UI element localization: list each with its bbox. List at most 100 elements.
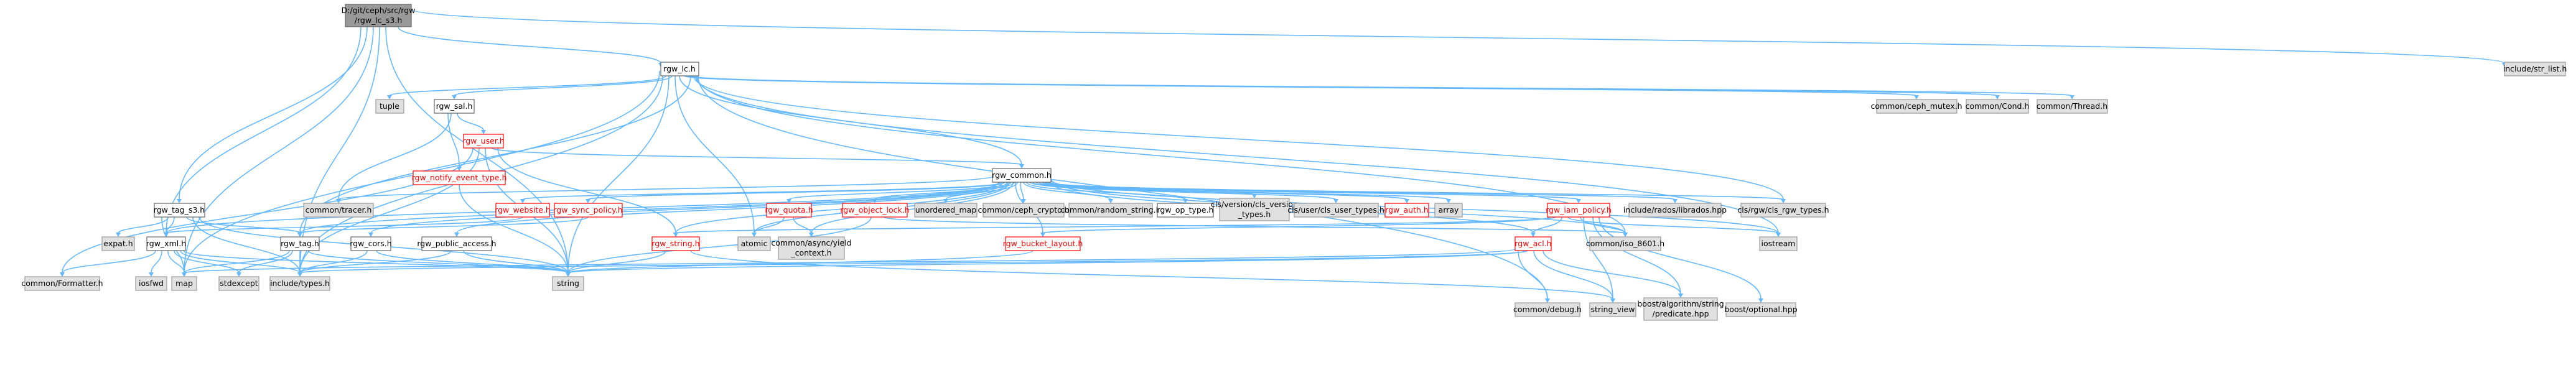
node-common-iso-8601-h[interactable]: common/iso_8601.h xyxy=(1586,236,1664,251)
edge-arrowhead xyxy=(336,199,341,203)
dependency-edge xyxy=(1598,216,1762,300)
node-iosfwd[interactable]: iosfwd xyxy=(135,276,167,291)
node-root-label-line1: D:/git/ceph/src/rgw xyxy=(342,6,416,15)
dependency-edge xyxy=(238,250,293,274)
node-common-formatter-h[interactable]: common/Formatter.h xyxy=(21,276,103,291)
node-common-thread-h[interactable]: common/Thread.h xyxy=(2037,99,2108,114)
dependency-edge xyxy=(118,216,169,234)
node-boost-algorithm-string-predicate-hpp[interactable]: boost/algorithm/string /predicate.hpp xyxy=(1637,297,1724,321)
dependency-edge xyxy=(463,250,569,274)
edge-arrowhead xyxy=(1108,199,1113,203)
node-cls-rgw-cls-rgw-types-h[interactable]: cls/rgw/cls_rgw_types.h xyxy=(1737,203,1829,218)
node-root-rgw-lc-s3-h[interactable]: D:/git/ceph/src/rgw /rgw_lc_s3.h xyxy=(342,4,416,27)
edge-arrowhead xyxy=(1678,293,1683,298)
dependency-edge xyxy=(62,250,156,274)
node-rgw-cors-h[interactable]: rgw_cors.h xyxy=(350,236,392,251)
node-map[interactable]: map xyxy=(171,276,197,291)
edge-arrowhead xyxy=(2070,95,2074,99)
node-rgw-quota-h[interactable]: rgw_quota.h xyxy=(765,203,813,218)
edge-arrowhead xyxy=(566,272,571,277)
node-common-debug-h[interactable]: common/debug.h xyxy=(1513,302,1582,317)
node-string[interactable]: string xyxy=(552,276,584,291)
node-rgw-notify-event-type-h[interactable]: rgw_notify_event_type.h xyxy=(412,170,507,185)
node-cls-user-types-h[interactable]: cls/user/cls_user_types.h xyxy=(1287,203,1384,218)
node-rgw-xml-h[interactable]: rgw_xml.h xyxy=(146,236,186,251)
node-array[interactable]: array xyxy=(1434,203,1463,218)
node-label: include/types.h xyxy=(270,279,330,288)
node-rgw-string-h[interactable]: rgw_string.h xyxy=(651,236,700,251)
dependency-edge xyxy=(1533,250,1613,300)
dependency-edge xyxy=(1045,182,1676,200)
node-atomic[interactable]: atomic xyxy=(737,236,771,251)
node-stdexcept[interactable]: stdexcept xyxy=(218,276,259,291)
edge-arrowhead xyxy=(60,272,65,277)
dependency-edge xyxy=(883,216,1626,234)
dependency-edge xyxy=(1580,216,1626,234)
node-cls-version-types-h[interactable]: cls/version/cls_version _types.h xyxy=(1211,198,1298,221)
dependency-edge xyxy=(497,147,676,234)
node-root-label-line2: /rgw_lc_s3.h xyxy=(355,16,403,25)
edge-arrowhead xyxy=(177,199,182,203)
node-include-rados-librados-hpp[interactable]: include/rados/librados.hpp xyxy=(1623,203,1727,218)
node-label: common/Formatter.h xyxy=(21,279,103,288)
node-common-cond-h[interactable]: common/Cond.h xyxy=(1966,99,2030,114)
node-rgw-op-type-h[interactable]: rgw_op_type.h xyxy=(1157,203,1214,218)
edge-arrowhead xyxy=(752,233,757,237)
node-rgw-acl-h[interactable]: rgw_acl.h xyxy=(1514,236,1552,251)
dependency-edge xyxy=(338,113,452,200)
dependency-edge xyxy=(166,216,175,234)
node-unordered-map[interactable]: unordered_map xyxy=(914,203,978,218)
node-rgw-iam-policy-h[interactable]: rgw_iam_policy.h xyxy=(1546,203,1612,218)
node-rgw-auth-h[interactable]: rgw_auth.h xyxy=(1384,203,1429,218)
dependency-edge xyxy=(376,250,569,274)
node-rgw-public-access-h[interactable]: rgw_public_access.h xyxy=(417,236,497,251)
node-label: string_view xyxy=(1591,305,1635,314)
node-include-types-h[interactable]: include/types.h xyxy=(269,276,330,291)
dependency-edge xyxy=(385,26,569,274)
node-common-random-string-h[interactable]: common/random_string.h xyxy=(1060,203,1161,218)
dependency-edge xyxy=(184,248,1516,274)
dependency-edge xyxy=(491,147,1022,165)
node-tuple[interactable]: tuple xyxy=(375,99,404,114)
node-common-ceph-mutex-h[interactable]: common/ceph_mutex.h xyxy=(1870,99,1962,114)
node-boost-optional-hpp[interactable]: boost/optional.hpp xyxy=(1724,302,1798,317)
node-label: boost/optional.hpp xyxy=(1724,305,1797,314)
dependency-edge xyxy=(1533,216,1562,234)
edge-arrowhead xyxy=(1446,199,1451,203)
node-iostream[interactable]: iostream xyxy=(1759,236,1798,251)
dependency-edge xyxy=(184,250,290,274)
edge-arrowhead xyxy=(1545,298,1550,303)
node-common-ceph-crypto-h[interactable]: common/ceph_crypto.h xyxy=(978,203,1070,218)
node-rgw-common-h[interactable]: rgw_common.h xyxy=(992,168,1052,183)
node-common-async-yield-context-h[interactable]: common/async/yield _context.h xyxy=(771,236,852,260)
node-label: tuple xyxy=(380,101,399,111)
node-expat-h[interactable]: expat.h xyxy=(101,236,135,251)
edge-arrowhead xyxy=(520,199,525,203)
node-rgw-user-h[interactable]: rgw_user.h xyxy=(462,134,505,149)
dependency-edge xyxy=(454,75,673,96)
node-rgw-website-h[interactable]: rgw_website.h xyxy=(495,203,551,218)
node-label: common/ceph_mutex.h xyxy=(1870,101,1962,111)
node-label: rgw_acl.h xyxy=(1514,239,1551,248)
dependency-edge xyxy=(456,182,1007,234)
edge-arrowhead xyxy=(387,95,392,99)
node-string-view[interactable]: string_view xyxy=(1589,302,1636,317)
node-label: rgw_tag_s3.h xyxy=(154,205,205,215)
node-label: iostream xyxy=(1762,239,1796,248)
node-rgw-object-lock-h[interactable]: rgw_object_lock.h xyxy=(840,203,910,218)
node-label-line1: common/async/yield xyxy=(771,238,851,247)
node-include-str-list-h[interactable]: include/str_list.h xyxy=(2503,62,2567,76)
node-common-tracer-h[interactable]: common/tracer.h xyxy=(303,203,374,218)
edge-arrowhead xyxy=(1576,199,1581,203)
node-rgw-sync-policy-h[interactable]: rgw_sync_policy.h xyxy=(553,203,623,218)
node-rgw-tag-s3-h[interactable]: rgw_tag_s3.h xyxy=(154,203,205,218)
node-rgw-tag-h[interactable]: rgw_tag.h xyxy=(280,236,320,251)
node-rgw-bucket-layout-h[interactable]: rgw_bucket_layout.h xyxy=(1003,236,1083,251)
node-rgw-lc-h[interactable]: rgw_lc.h xyxy=(660,62,699,76)
dependency-edge xyxy=(1032,182,1337,200)
dependency-edge xyxy=(1042,216,1550,234)
node-label-line1: cls/version/cls_version xyxy=(1211,200,1298,209)
dependency-edge xyxy=(1567,216,1779,234)
dependency-edge xyxy=(522,182,1002,200)
node-rgw-sal-h[interactable]: rgw_sal.h xyxy=(434,99,475,114)
